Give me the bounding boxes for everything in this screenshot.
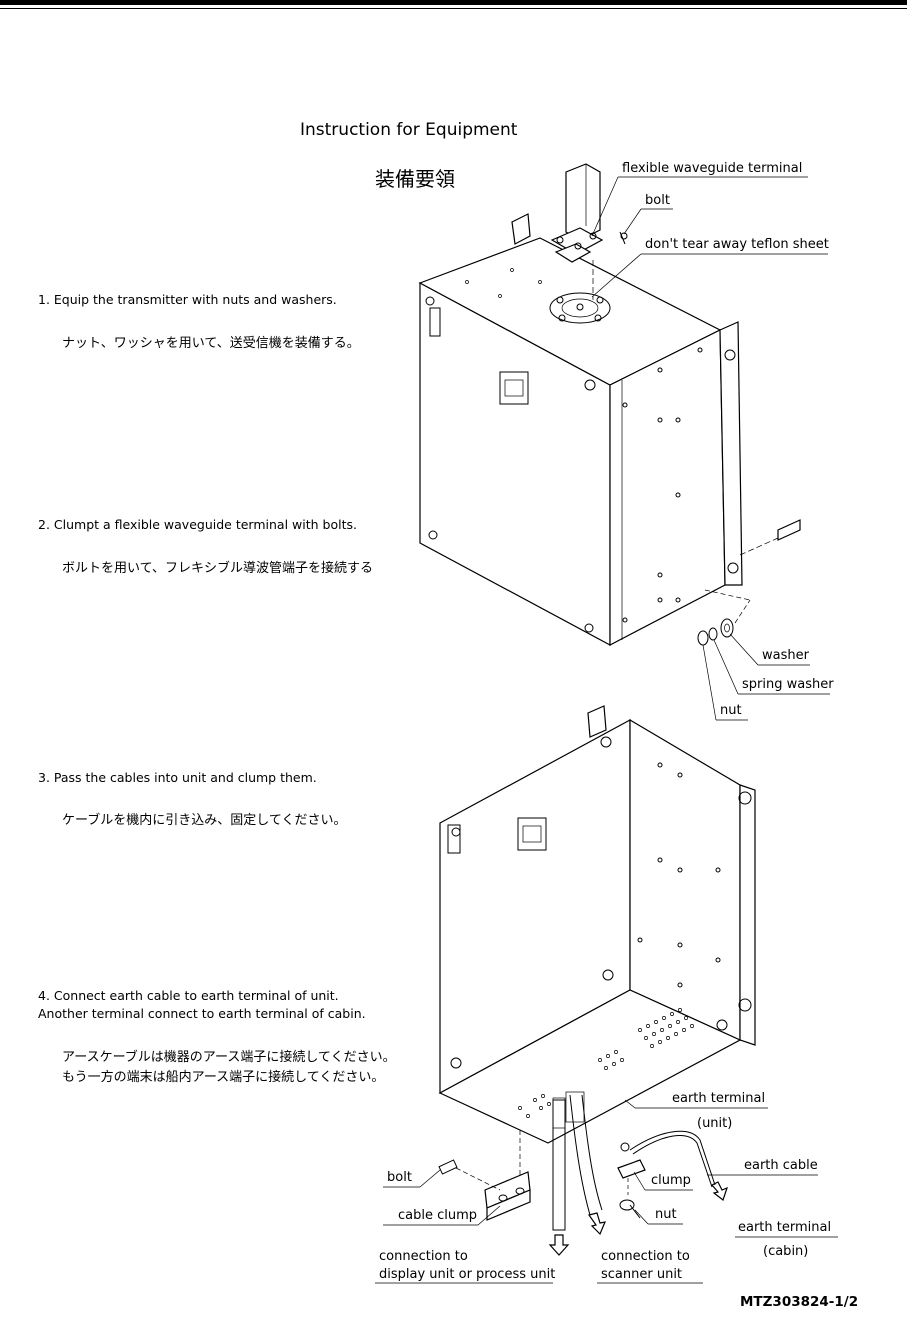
step-4-jp: アースケーブルは機器のアース端子に接続してください。 [62,1050,396,1065]
callout-earth-terminal-cabin: earth terminal [738,1220,832,1235]
step-4-jp-2: もう一方の端末は船内アース端子に接続してください。 [62,1070,385,1085]
step-4-text-2: Another terminal connect to earth termin… [38,1006,366,1021]
callout-unit-label: (unit) [697,1116,733,1131]
callout-connection-display-line2: display unit or process unit [379,1267,556,1282]
callout-connection-scanner-line2: scanner unit [601,1267,683,1282]
flexible-waveguide-terminal [550,163,604,300]
connection-arrows [548,1181,728,1256]
step-3-text: 3. Pass the cables into unit and clump t… [38,770,317,785]
callout-spring-washer: spring washer [742,677,834,692]
header-rule-thin [0,8,907,9]
step-2-text: 2. Clumpt a flexible waveguide terminal … [38,517,357,532]
callout-bolt-bottom: bolt [387,1170,412,1185]
step-1-text: 1. Equip the transmitter with nuts and w… [38,292,337,307]
document-number: MTZ303824-1/2 [740,1294,859,1310]
transmitter-unit-top [418,213,743,647]
callout-teflon-sheet: don't tear away teflon sheet [645,237,829,252]
page-title: Instruction for Equipment [300,120,518,140]
transmitter-unit-bottom [438,705,756,1144]
callout-earth-terminal-unit: earth terminal [672,1091,766,1106]
callout-flexible-waveguide-terminal: flexible waveguide terminal [622,161,803,176]
cables [552,1091,603,1231]
callout-connection-display-line1: connection to [379,1249,468,1264]
step-4-text: 4. Connect earth cable to earth terminal… [38,988,339,1003]
callout-nut-top: nut [720,703,742,718]
page-title-jp: 装備要領 [375,167,455,191]
bolt-top [619,231,628,245]
callout-connection-scanner-line1: connection to [601,1249,690,1264]
callout-cable-clump: cable clump [398,1208,478,1223]
step-2-jp: ボルトを用いて、フレキシブル導波管端子を接続する [62,561,373,576]
earth-cable [620,1130,716,1188]
callout-nut-bottom: nut [655,1207,677,1222]
step-3-jp: ケーブルを機内に引き込み、固定してください。 [62,813,347,828]
header-rule-thick [0,0,907,5]
callout-cabin-label: (cabin) [763,1244,809,1259]
callout-leaders [375,176,838,1284]
callout-clump: clump [651,1173,691,1188]
step-1-jp: ナット、ワッシャを用いて、送受信機を装備する。 [62,336,360,351]
vent-holes [518,1008,694,1118]
callout-earth-cable: earth cable [744,1158,818,1173]
cable-clump-bracket [438,1130,531,1221]
callout-bolt-top: bolt [645,193,670,208]
earth-clump-and-nut [617,1159,646,1219]
callout-washer: washer [762,648,809,663]
